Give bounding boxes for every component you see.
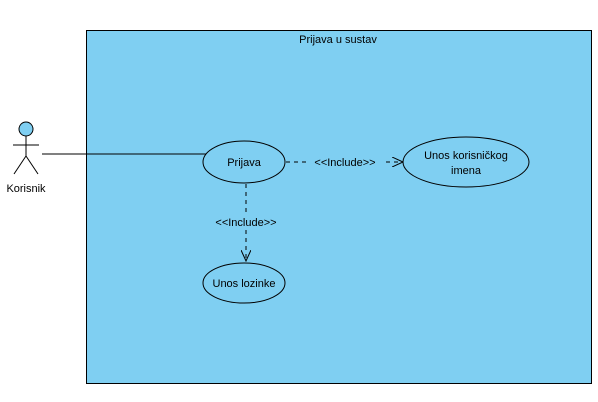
usecase-unos-lozinke[interactable] [202, 262, 286, 304]
system-title: Prijava u sustav [299, 34, 377, 46]
actor-right-leg [25, 155, 39, 175]
include-label-password: <<Include>> [215, 217, 276, 229]
usecase-unos-korisnickog-label-line2: imena [451, 165, 482, 177]
usecase-prijava[interactable] [202, 140, 286, 184]
actor-left-leg [13, 155, 27, 175]
actor-head [18, 121, 34, 137]
actor-korisnik[interactable] [13, 121, 39, 175]
usecase-prijava-label: Prijava [227, 157, 262, 169]
usecase-unos-lozinke-label: Unos lozinke [213, 278, 276, 290]
include-label-username: <<Include>> [314, 157, 375, 169]
actor-name: Korisnik [6, 183, 46, 195]
system-boundary[interactable] [86, 30, 592, 384]
usecase-unos-korisnickog-imena[interactable] [402, 136, 530, 188]
usecase-unos-korisnickog-label-line1: Unos korisničkog [424, 150, 508, 162]
